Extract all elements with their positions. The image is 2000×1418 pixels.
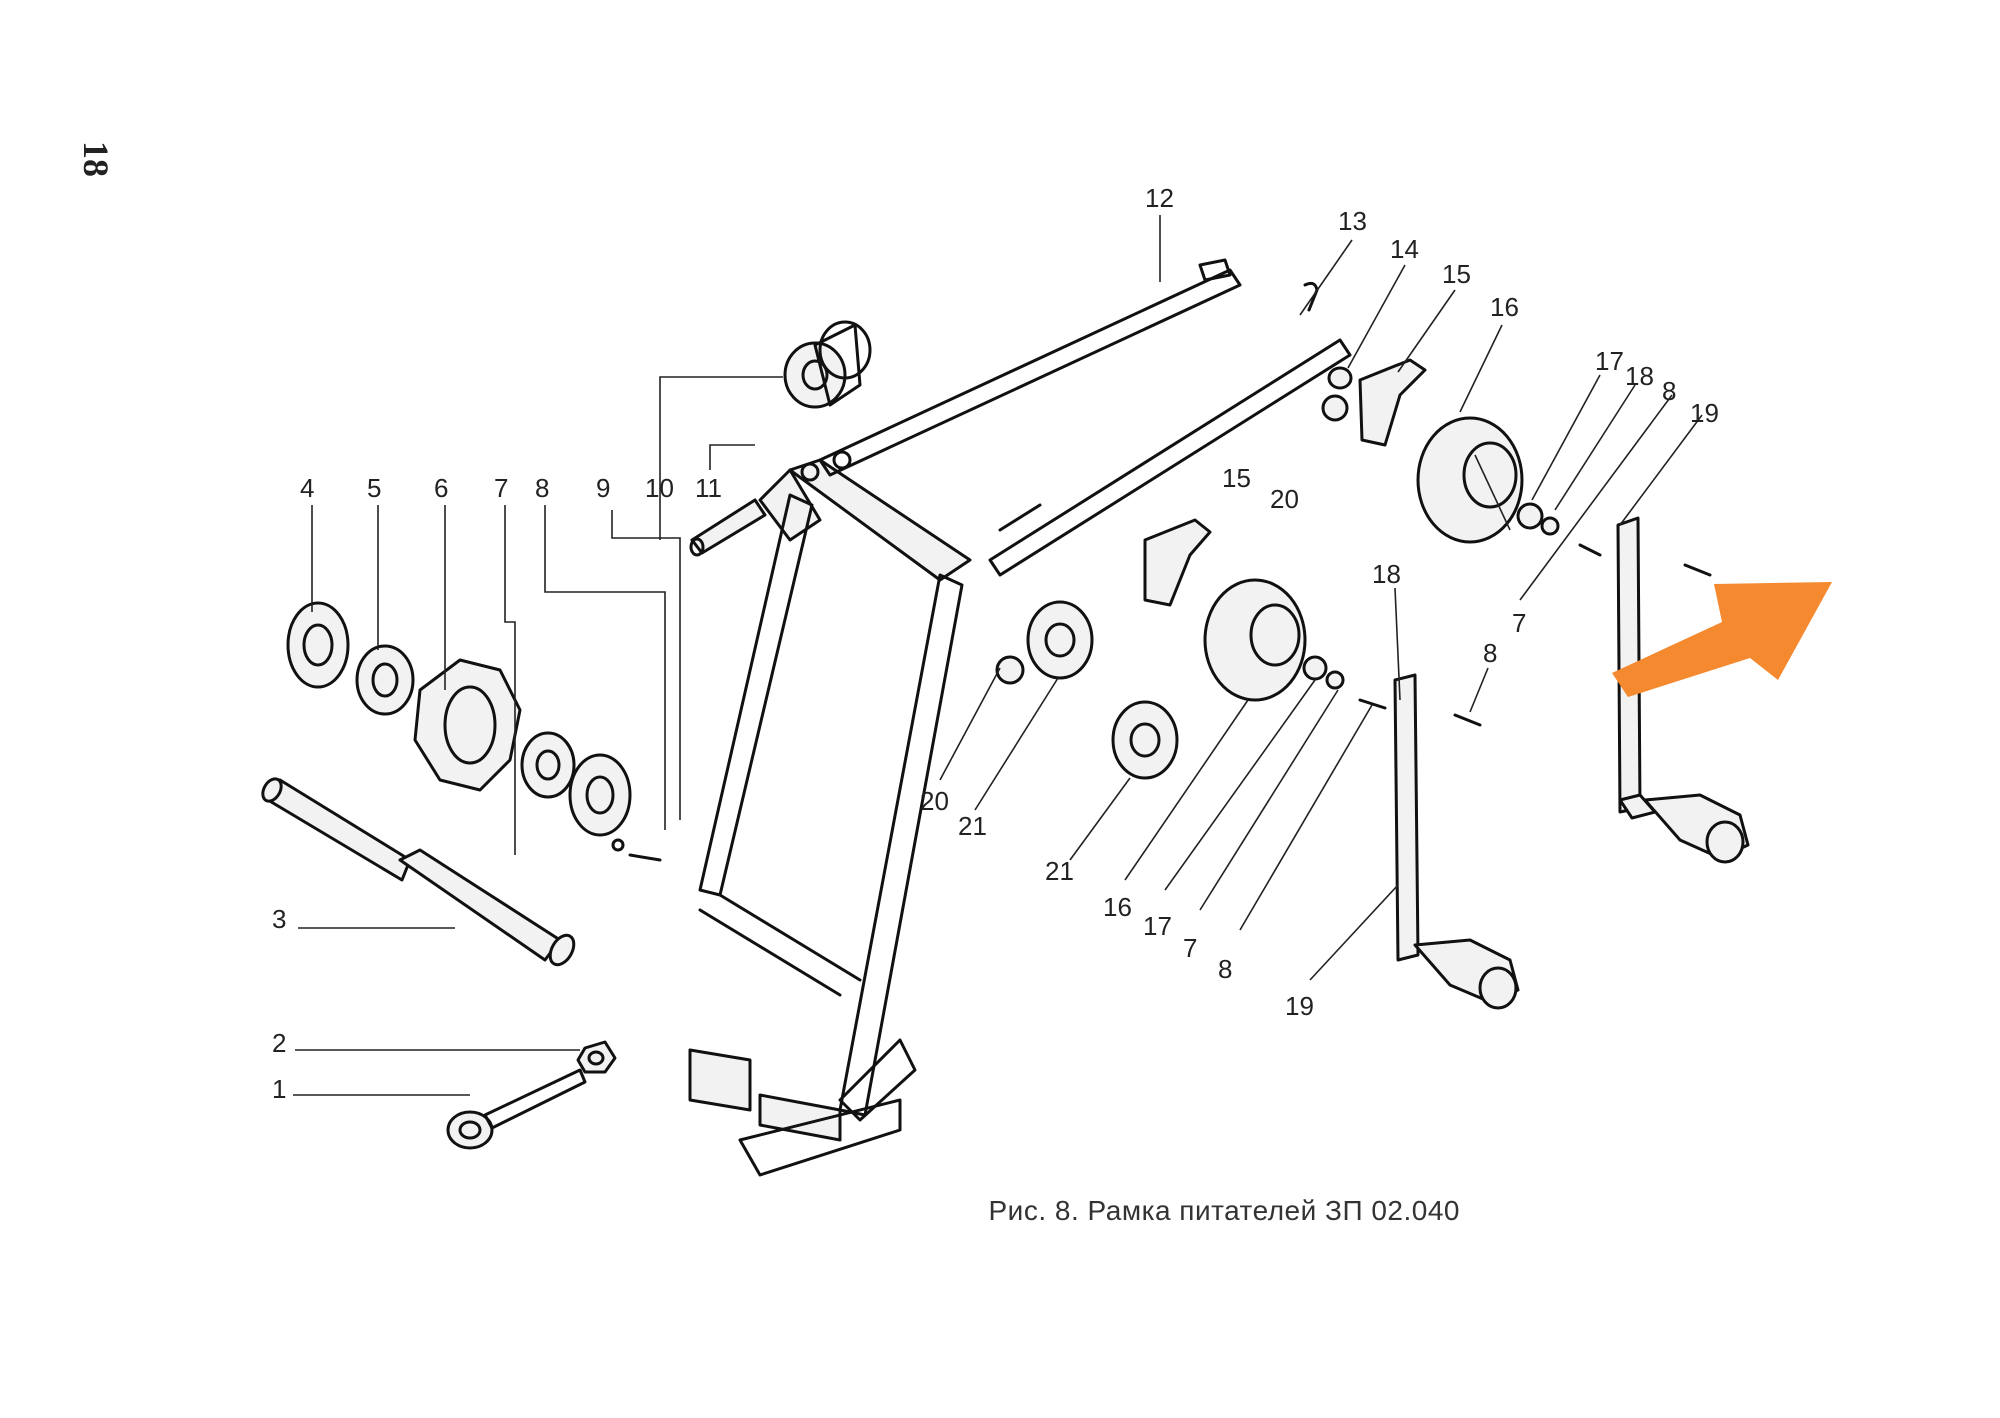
callout-8-right: 8 <box>1483 638 1497 668</box>
ratchet-16b <box>1203 578 1307 702</box>
figure-caption: Рис. 8. Рамка питателей ЗП 02.040 <box>988 1195 1460 1226</box>
washer-14 <box>1327 366 1353 390</box>
callout-2: 2 <box>272 1028 286 1058</box>
callout-8: 8 <box>535 473 549 503</box>
bolt-9 <box>611 838 662 862</box>
callout-18-upper: 18 <box>1625 361 1654 391</box>
callout-13: 13 <box>1338 206 1367 236</box>
washers-17-18 <box>1302 502 1560 690</box>
bolt-1 <box>446 1068 587 1150</box>
bolts-8 <box>1358 543 1712 727</box>
callout-19-upper: 19 <box>1690 398 1719 428</box>
sprocket-6 <box>413 658 522 792</box>
page-number: 18 <box>76 141 116 177</box>
callout-11: 11 <box>695 473 722 503</box>
callout-14: 14 <box>1390 234 1419 264</box>
washers-20 <box>995 394 1349 685</box>
callout-7-upper: 7 <box>1512 608 1526 638</box>
pulley-21b <box>1111 700 1179 780</box>
ratchet-16a <box>1416 416 1524 544</box>
callout-4: 4 <box>300 473 314 503</box>
accent-arrow <box>1612 582 1832 697</box>
bearing-5 <box>355 644 415 716</box>
flange-8 <box>568 753 632 837</box>
callout-7-lower: 7 <box>1183 933 1197 963</box>
cam-15b <box>1143 518 1212 607</box>
callout-19-lower: 19 <box>1285 991 1314 1021</box>
roller-10 <box>783 320 872 409</box>
callout-21-upper: 21 <box>958 811 987 841</box>
callout-21-lower: 21 <box>1045 856 1074 886</box>
bar-12 <box>1198 258 1232 282</box>
nut-2 <box>576 1040 617 1074</box>
pin-11 <box>689 498 767 557</box>
callout-7: 7 <box>494 473 508 503</box>
flange-4 <box>286 601 350 689</box>
callout-8-lower: 8 <box>1218 954 1232 984</box>
callout-16-upper: 16 <box>1490 292 1519 322</box>
callout-10: 10 <box>645 473 674 503</box>
pulley-21a <box>1026 600 1094 680</box>
callout-8-upper: 8 <box>1662 376 1676 406</box>
callout-1: 1 <box>272 1074 286 1104</box>
bearing-7 <box>520 731 576 799</box>
callout-20-lower: 20 <box>920 786 949 816</box>
callout-5: 5 <box>367 473 381 503</box>
crank-handle-19a <box>1616 516 1750 864</box>
callout-20-upper: 20 <box>1270 484 1299 514</box>
callout-17-lower: 17 <box>1143 911 1172 941</box>
callout-6: 6 <box>434 473 448 503</box>
callout-3: 3 <box>272 904 286 934</box>
callout-17-upper: 17 <box>1595 346 1624 376</box>
main-frame <box>688 268 1352 1177</box>
callout-numbers: 4 5 6 7 8 9 10 11 12 13 14 15 16 17 18 8… <box>272 183 1719 1104</box>
callout-15-lower: 15 <box>1222 463 1251 493</box>
callout-12: 12 <box>1145 183 1174 213</box>
callout-9: 9 <box>596 473 610 503</box>
callout-18-lower: 18 <box>1372 559 1401 589</box>
crank-handle-19b <box>1393 673 1520 1010</box>
callout-16-lower: 16 <box>1103 892 1132 922</box>
callout-15-upper: 15 <box>1442 259 1471 289</box>
shaft-3 <box>261 777 576 967</box>
leader-lines <box>293 215 1703 1096</box>
cam-15a <box>1358 358 1427 447</box>
